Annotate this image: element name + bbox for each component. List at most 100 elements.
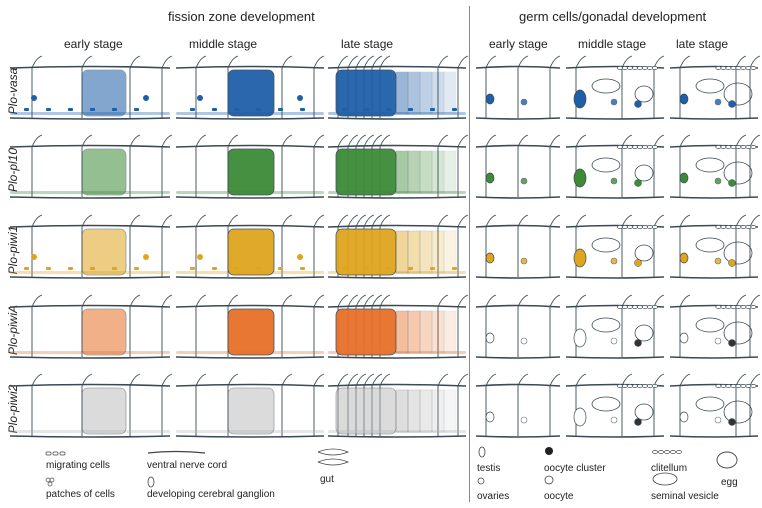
stage-label-fz-late: late stage	[341, 37, 394, 51]
clitellum-bead-r1-c1-6	[646, 145, 653, 149]
legend-glyph-nerve-cord	[147, 450, 206, 454]
clitellum-bead-r4-c1-6	[646, 384, 653, 388]
clitellum-bead-r3-c1-4	[636, 305, 643, 309]
late-segment-r1-4	[443, 150, 457, 194]
clitellum-bead-r0-c1-6	[646, 66, 653, 70]
migrating-cell-r0-c1-5	[300, 108, 305, 111]
fission-zone-r0-c1	[227, 69, 275, 117]
clitellum-bead-r1-c1-1	[621, 145, 628, 149]
ovary-r3-c1	[610, 337, 618, 345]
clitellum-bead-r4-c2-1	[720, 384, 727, 388]
clitellum-bead-r1-c1-3	[631, 145, 638, 149]
testis-r2-c2	[679, 252, 689, 264]
fission-zone-r2-c2	[335, 228, 397, 276]
clitellum-bead-r0-c2-4	[735, 66, 742, 70]
stage-label-fz-middle: middle stage	[189, 37, 258, 51]
clitellum-bead-r3-c1-7	[651, 305, 658, 309]
late-segment-r2-1	[407, 230, 421, 274]
clitellum-bead-r4-c1-3	[631, 384, 638, 388]
egg-r0-c2	[723, 82, 753, 106]
clitellum-bead-r1-c1-4	[636, 145, 643, 149]
late-segment-r3-3	[431, 310, 445, 354]
clitellum-bead-r3-c2-1	[720, 305, 727, 309]
migrating-cell-r0-c1-2	[234, 108, 239, 111]
ovary-r1-c2	[714, 177, 722, 185]
migrating-cell-r0-c2-4	[430, 108, 435, 111]
egg-r4-c1	[634, 403, 654, 421]
fission-zone-r3-c0	[81, 308, 127, 356]
clitellum-bead-r2-c1-3	[631, 225, 638, 229]
fission-zone-r2-c1	[227, 228, 275, 276]
migrating-cell-r2-c1-5	[300, 267, 305, 270]
egg-r1-c2	[723, 161, 753, 185]
fz-panel-r3-c0	[9, 294, 173, 359]
legend-ovaries: ovaries	[477, 491, 510, 502]
migrating-cell-r0-c2-2	[386, 108, 391, 111]
seminal-vesicle-r2-c2	[695, 237, 725, 253]
clitellum-bead-r2-c2-7	[750, 225, 757, 229]
testis-r2-c1	[573, 248, 587, 268]
ovary-r4-c0	[520, 416, 528, 424]
migrating-cell-r2-c0-2	[68, 267, 73, 270]
clitellum-bead-r0-c2-5	[740, 66, 747, 70]
fission-zone-r3-c2	[335, 308, 397, 356]
migrating-cell-r0-c2-3	[408, 108, 413, 111]
legend-glyph-clitellum-1	[658, 450, 664, 454]
gc-panel-r4-c2	[669, 373, 761, 438]
gc-panel-r4-c1	[565, 373, 665, 438]
legend-seminal-vesicle: seminal vesicle	[651, 491, 719, 502]
legend-glyph-patch-2	[47, 481, 53, 487]
legend-patches-of-cells: patches of cells	[46, 489, 115, 500]
migrating-cell-r0-c0-2	[68, 108, 73, 111]
oocyte-cluster-r0-c1	[634, 100, 642, 108]
clitellum-bead-r4-c1-7	[651, 384, 658, 388]
seminal-vesicle-r1-c2	[695, 157, 725, 173]
clitellum-bead-r0-c1-0	[616, 66, 623, 70]
oocyte-cluster-r4-c1	[634, 418, 642, 426]
clitellum-bead-r3-c2-4	[735, 305, 742, 309]
egg-r2-c2	[723, 241, 753, 265]
legend-glyph-egg	[716, 451, 738, 469]
clitellum-bead-r4-c1-5	[641, 384, 648, 388]
clitellum-bead-r2-c1-4	[636, 225, 643, 229]
oocyte-cluster-r2-c2	[728, 259, 736, 267]
gc-panel-r4-c0	[475, 373, 561, 438]
legend-glyph-migrating-2	[59, 451, 66, 456]
clitellum-bead-r0-c1-1	[621, 66, 628, 70]
clitellum-bead-r4-c2-5	[740, 384, 747, 388]
oocyte-cluster-r2-c1	[634, 259, 642, 267]
patch-of-cells-r2-c1-1	[297, 254, 303, 260]
clitellum-bead-r0-c1-2	[626, 66, 633, 70]
legend-glyph-clitellum-4	[676, 450, 682, 454]
clitellum-bead-r3-c1-6	[646, 305, 653, 309]
migrating-cell-r2-c2-1	[364, 267, 369, 270]
fission-zone-r4-c0	[81, 387, 127, 435]
fz-panel-r4-c0	[9, 373, 173, 438]
clitellum-bead-r1-c2-7	[750, 145, 757, 149]
fission-zone-r1-c1	[227, 148, 275, 196]
fission-zone-r4-c2	[335, 387, 397, 435]
clitellum-bead-r4-c2-7	[750, 384, 757, 388]
stage-label-gc-early: early stage	[489, 37, 548, 51]
testis-r3-c2	[679, 332, 689, 344]
ovary-r0-c0	[520, 98, 528, 106]
clitellum-bead-r1-c2-5	[740, 145, 747, 149]
testis-r3-c1	[573, 328, 587, 348]
migrating-cell-r0-c0-1	[46, 108, 51, 111]
fission-zone-r2-c0	[81, 228, 127, 276]
egg-r2-c1	[634, 244, 654, 262]
clitellum-bead-r2-c1-5	[641, 225, 648, 229]
seminal-vesicle-r4-c2	[695, 396, 725, 412]
legend-oocyte: oocyte	[544, 491, 574, 502]
clitellum-bead-r1-c1-2	[626, 145, 633, 149]
seminal-vesicle-r3-c2	[695, 317, 725, 333]
legend-glyph-ovaries	[477, 477, 485, 485]
clitellum-bead-r3-c2-0	[715, 305, 722, 309]
patch-of-cells-r0-c1-0	[197, 95, 203, 101]
header-fission-zone: fission zone development	[168, 9, 315, 24]
late-segment-r0-0	[395, 71, 409, 115]
ovary-r1-c1	[610, 177, 618, 185]
egg-r4-c2	[723, 400, 753, 424]
legend-gut: gut	[320, 474, 334, 485]
section-divider	[469, 6, 470, 502]
